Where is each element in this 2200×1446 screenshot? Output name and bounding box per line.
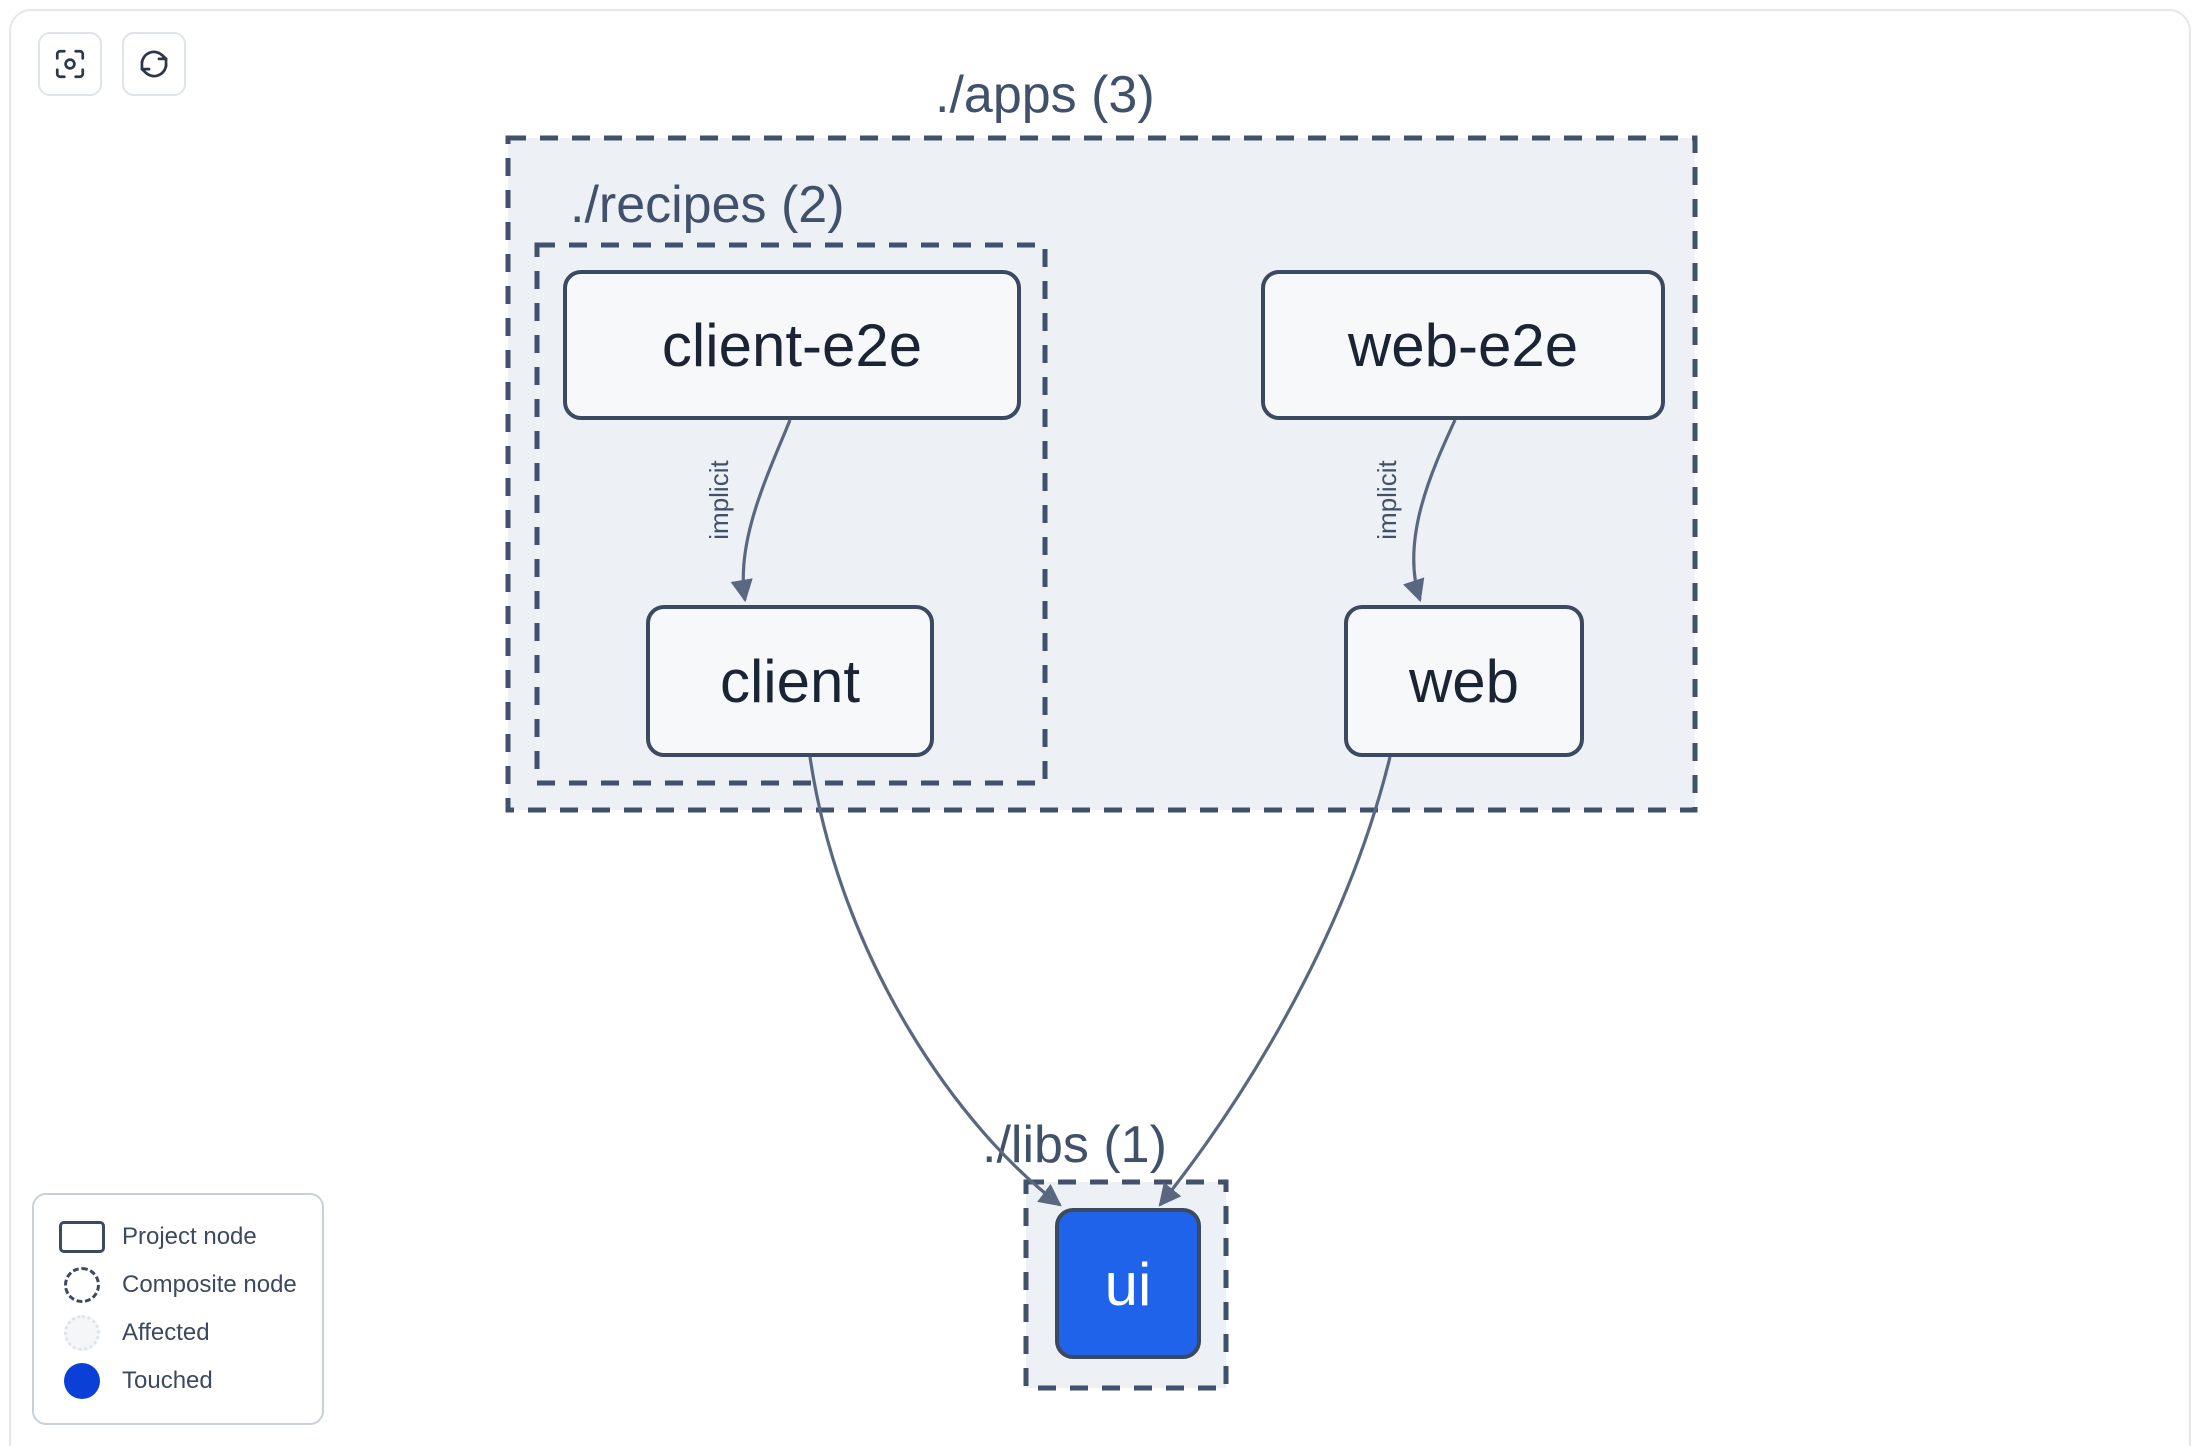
legend-item-touched: Touched	[56, 1357, 302, 1405]
affected-swatch	[56, 1315, 108, 1351]
legend-item-project-node: Project node	[56, 1213, 302, 1261]
project-node-web-label: web	[1408, 648, 1519, 715]
refresh-graph-button[interactable]	[122, 32, 186, 96]
refresh-icon	[137, 47, 171, 81]
edge-label-web-implicit: implicit	[1372, 460, 1402, 540]
legend-item-affected: Affected	[56, 1309, 302, 1357]
graph-legend: Project node Composite node Affected Tou…	[32, 1193, 324, 1425]
edge-label-client-implicit: implicit	[704, 460, 734, 540]
project-node-web[interactable]: web	[1344, 605, 1584, 757]
project-node-client-e2e[interactable]: client-e2e	[563, 270, 1021, 420]
project-node-client[interactable]: client	[646, 605, 934, 757]
composite-node-swatch	[56, 1267, 108, 1303]
legend-item-composite-node: Composite node	[56, 1261, 302, 1309]
focus-graph-button[interactable]	[38, 32, 102, 96]
touched-swatch	[56, 1363, 108, 1399]
project-node-client-e2e-label: client-e2e	[662, 312, 922, 379]
edge-web-to-ui[interactable]	[1158, 756, 1392, 1207]
composite-container-apps-label: ./apps (3)	[935, 66, 1155, 124]
composite-container-recipes-label: ./recipes (2)	[570, 176, 845, 234]
graph-toolbar	[38, 32, 186, 96]
viewfinder-icon	[53, 47, 87, 81]
project-node-ui-label: ui	[1105, 1251, 1152, 1318]
project-node-ui[interactable]: ui	[1055, 1208, 1201, 1359]
project-node-swatch	[56, 1221, 108, 1253]
legend-label-project-node: Project node	[122, 1223, 257, 1250]
legend-label-affected: Affected	[122, 1319, 210, 1346]
composite-container-libs-label: ./libs (1)	[982, 1116, 1167, 1174]
project-node-web-e2e[interactable]: web-e2e	[1261, 270, 1665, 420]
legend-label-touched: Touched	[122, 1367, 213, 1394]
project-node-web-e2e-label: web-e2e	[1347, 312, 1578, 379]
legend-label-composite-node: Composite node	[122, 1271, 297, 1298]
project-node-client-label: client	[720, 648, 860, 715]
